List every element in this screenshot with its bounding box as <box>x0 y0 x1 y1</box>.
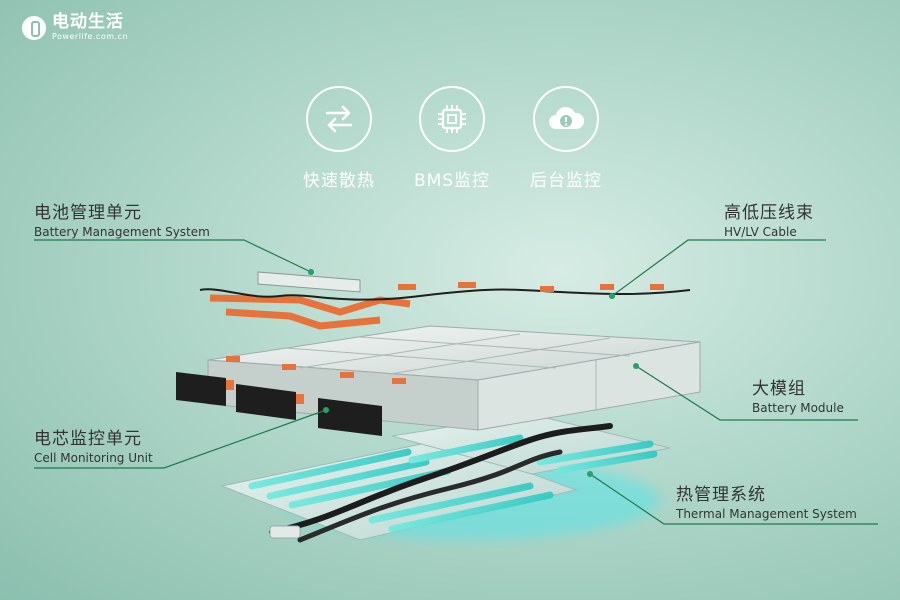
callout-subtitle: Thermal Management System <box>676 507 857 521</box>
callout-cable: 高低压线束 HV/LV Cable <box>724 198 814 239</box>
hv-busbar-2 <box>225 308 381 330</box>
feature-label: 快速散热 <box>303 171 375 191</box>
callout-module: 大模组 Battery Module <box>752 374 844 415</box>
bms-and-harness <box>199 269 691 330</box>
callout-bms: 电池管理单元 Battery Management System <box>34 198 210 239</box>
callout-cmu: 电芯监控单元 Cell Monitoring Unit <box>34 424 153 465</box>
callout-title: 热管理系统 <box>676 485 766 505</box>
cell-monitoring-units <box>176 372 382 436</box>
feature-bms-monitoring: BMS监控 <box>397 86 507 191</box>
cloud-alert-icon <box>533 86 599 152</box>
thermal-plates <box>220 413 671 543</box>
bms-unit <box>257 271 361 293</box>
leader-dots <box>308 269 639 477</box>
module-seams <box>285 333 631 410</box>
coolant-connector <box>269 525 301 539</box>
feature-label: BMS监控 <box>413 171 491 191</box>
callout-subtitle: Battery Management System <box>34 225 210 239</box>
module-terminals <box>226 356 406 384</box>
cmu-box-1 <box>176 372 226 406</box>
lv-harness <box>199 288 691 301</box>
callout-title: 高低压线束 <box>724 203 814 223</box>
chip-icon <box>419 86 485 152</box>
leader-lines <box>34 239 878 525</box>
callout-title: 大模组 <box>752 379 806 399</box>
leader-bms <box>34 239 312 273</box>
callout-thermal: 热管理系统 Thermal Management System <box>676 480 857 521</box>
callout-subtitle: HV/LV Cable <box>724 225 797 239</box>
cmu-box-2 <box>236 384 296 420</box>
callout-title: 电池管理单元 <box>34 203 142 223</box>
feature-backend-monitoring: 后台监控 <box>511 86 621 191</box>
leader-cable <box>611 239 826 297</box>
callout-title: 电芯监控单元 <box>34 429 142 449</box>
feature-label: 后台监控 <box>530 171 602 191</box>
module-side <box>477 341 701 431</box>
brand-url: Powerlife.com.cn <box>52 32 129 41</box>
swap-arrows-icon <box>306 86 372 152</box>
callout-subtitle: Cell Monitoring Unit <box>34 451 153 465</box>
hv-busbar <box>209 294 411 316</box>
coolant-pipe-return <box>297 449 563 543</box>
coolant-pipe <box>269 423 613 535</box>
brand-name: 电动生活 <box>52 12 124 32</box>
cmu-box-3 <box>318 398 382 436</box>
cable-connectors <box>398 282 664 292</box>
feature-fast-cooling: 快速散热 <box>284 86 394 191</box>
brand-logo[interactable]: 电动生活 Powerlife.com.cn <box>22 14 128 41</box>
leader-thermal <box>589 473 878 525</box>
battery-module <box>207 325 701 431</box>
leader-module <box>635 365 858 421</box>
leader-cmu <box>34 409 327 469</box>
power-logo-icon <box>22 15 46 40</box>
callout-subtitle: Battery Module <box>752 401 844 415</box>
